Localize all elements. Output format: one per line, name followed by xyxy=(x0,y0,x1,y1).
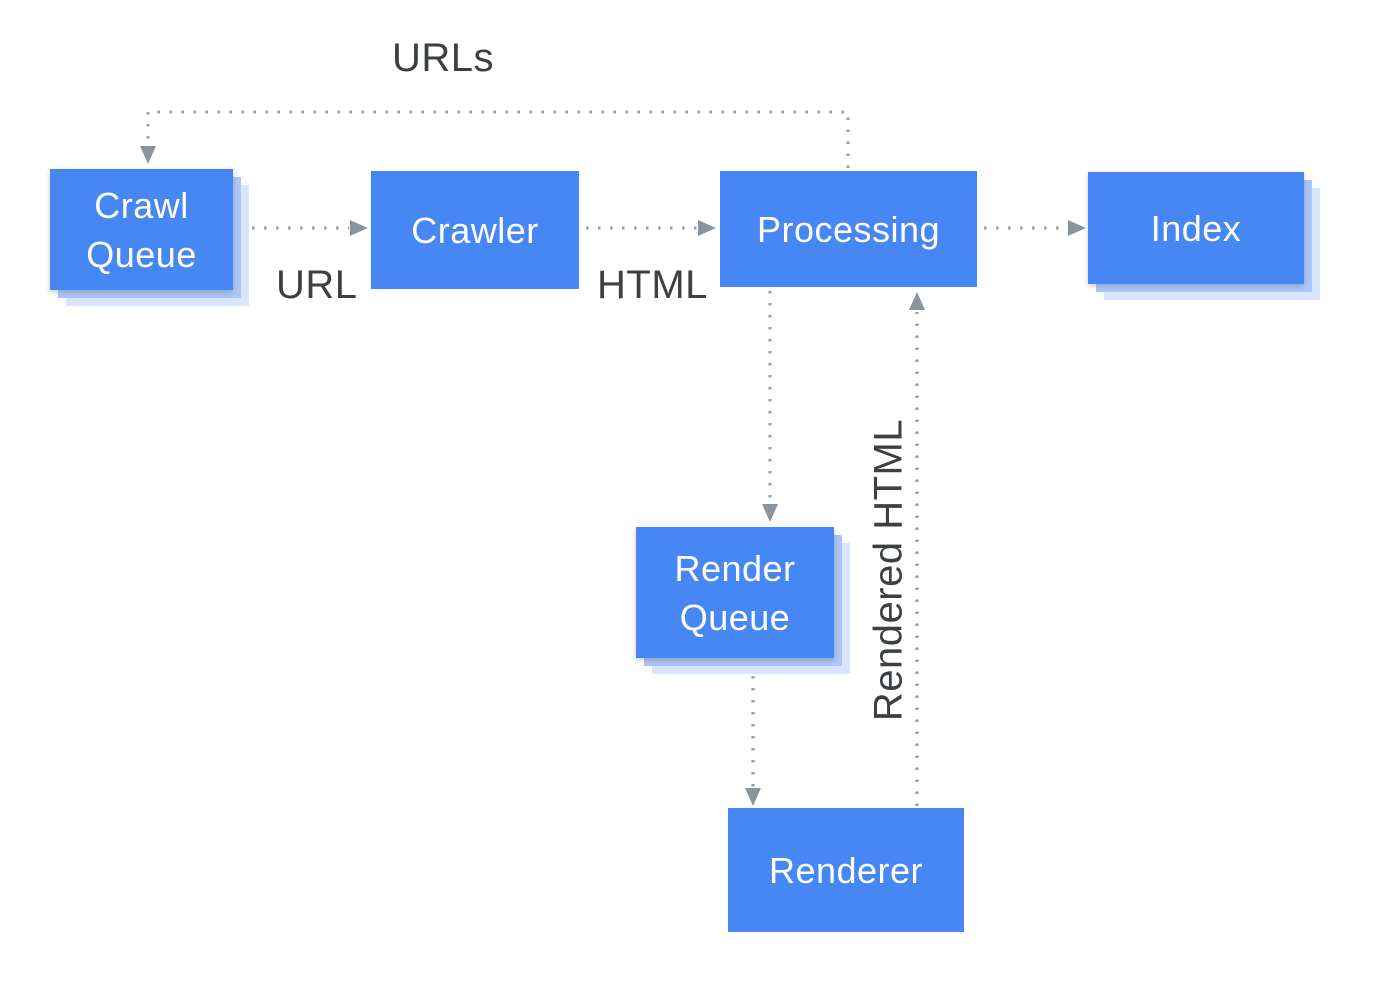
node-face: Processing xyxy=(720,171,977,287)
edge-processing-to-crawl-queue xyxy=(140,110,850,168)
node-label-index: Index xyxy=(1150,207,1242,249)
edge-processing-to-render-queue xyxy=(762,291,778,522)
node-label-crawler: Crawler xyxy=(411,209,539,251)
node-renderer: Renderer xyxy=(728,808,964,932)
node-label-processing: Processing xyxy=(756,208,941,250)
node-render-queue: Render Queue xyxy=(636,527,850,674)
node-index: Index xyxy=(1088,172,1320,300)
node-processing: Processing xyxy=(720,171,977,287)
node-crawler: Crawler xyxy=(371,171,579,289)
node-label-render-queue: Render Queue xyxy=(674,547,796,638)
node-crawl-queue: Crawl Queue xyxy=(50,169,249,306)
node-face: Render Queue xyxy=(636,527,834,658)
edge-render-queue-to-renderer xyxy=(745,676,761,806)
node-face: Renderer xyxy=(728,808,964,932)
node-face: Index xyxy=(1088,172,1304,284)
node-face: Crawl Queue xyxy=(50,169,233,290)
node-label-crawl-queue: Crawl Queue xyxy=(86,184,197,275)
node-face: Crawler xyxy=(371,171,579,289)
edge-processing-to-index xyxy=(984,220,1086,236)
node-label-renderer: Renderer xyxy=(768,849,924,891)
edge-crawl-queue-to-crawler xyxy=(252,220,368,236)
edge-crawler-to-processing xyxy=(586,220,716,236)
edge-label-urls: URLs xyxy=(392,36,495,80)
edge-label-url: URL xyxy=(276,263,358,307)
edge-label-rendered-html: Rendered HTML xyxy=(866,418,911,722)
edge-label-html: HTML xyxy=(597,263,708,307)
edge-renderer-to-processing xyxy=(909,292,925,806)
